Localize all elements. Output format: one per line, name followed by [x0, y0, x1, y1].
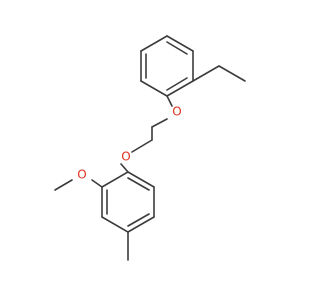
bond-o3-methyl [54, 179, 73, 191]
bond-ring-o3 [91, 179, 103, 188]
structure-diagram: O O O [54, 35, 246, 261]
bond [166, 35, 194, 52]
bond [101, 216, 129, 233]
bond-ethyl-ch2 [192, 65, 220, 82]
bond [140, 80, 168, 97]
bond-o2-ring [120, 163, 129, 173]
bond [127, 216, 155, 233]
bond [101, 171, 129, 188]
bond-o1-ch2 [151, 118, 168, 128]
bond [140, 35, 168, 52]
bond [166, 80, 194, 97]
bond-ch2-o2 [131, 139, 153, 153]
bond-ethyl-ch3 [218, 65, 246, 82]
oxygen-atom-label: O [77, 168, 86, 182]
double-bond-inner [166, 41, 188, 55]
double-bond-inner [127, 213, 150, 227]
oxygen-atom-label: O [121, 150, 130, 164]
bond-ring-o1 [166, 95, 173, 107]
oxygen-atom-label: O [172, 105, 181, 119]
molecule-canvas: O O O [54, 35, 246, 261]
double-bond-inner [166, 77, 188, 91]
double-bond-inner [127, 177, 150, 191]
bond [127, 171, 155, 188]
